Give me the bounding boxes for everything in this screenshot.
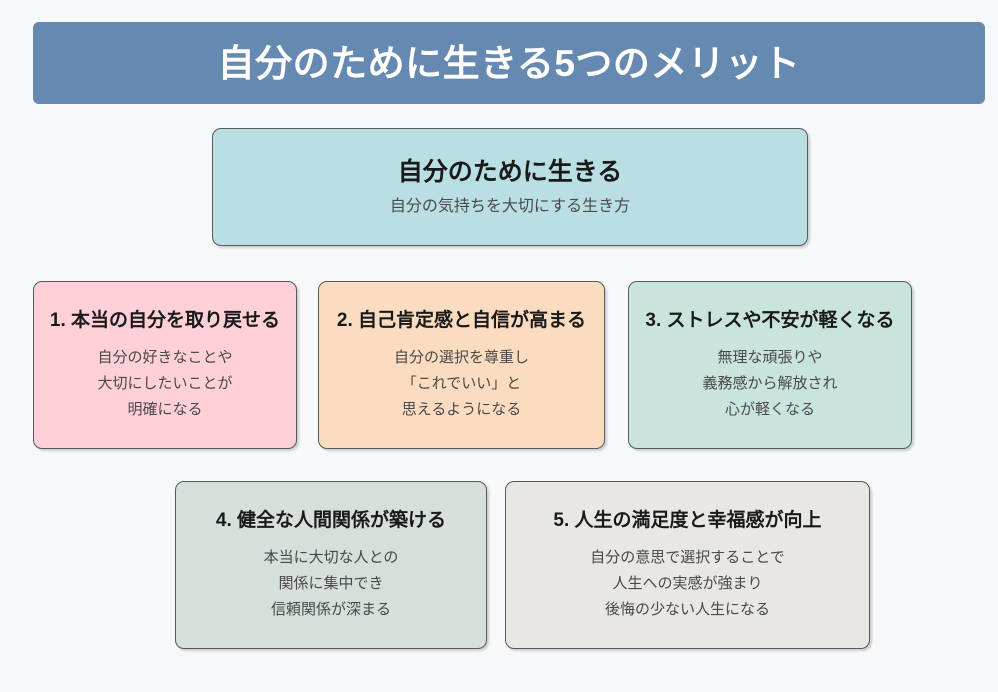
benefit-card-1-title: 1. 本当の自分を取り戻せる xyxy=(49,310,281,331)
central-concept-box: 自分のために生きる 自分の気持ちを大切にする生き方 xyxy=(212,128,808,246)
benefit-card-3-body: 無理な頑張りや 義務感から解放され 心が軽くなる xyxy=(702,345,837,424)
benefit-card-3-title: 3. ストレスや不安が軽くなる xyxy=(645,310,895,331)
benefit-card-1-body: 自分の好きなことや 大切にしたいことが 明確になる xyxy=(97,345,232,424)
benefit-card-4: 4. 健全な人間関係が築ける 本当に大切な人との 関係に集中でき 信頼関係が深ま… xyxy=(175,481,487,649)
benefit-card-4-title: 4. 健全な人間関係が築ける xyxy=(215,510,447,531)
benefit-card-1-line-1: 自分の好きなことや xyxy=(97,348,233,366)
page-title: 自分のために生きる5つのメリット xyxy=(217,42,801,84)
benefit-card-1: 1. 本当の自分を取り戻せる 自分の好きなことや 大切にしたいことが 明確になる xyxy=(33,281,297,449)
benefit-card-3-line-2: 義務感から解放され xyxy=(702,375,838,393)
benefit-card-2: 2. 自己肯定感と自信が高まる 自分の選択を尊重し 「これでいい」と 思えるよう… xyxy=(318,281,605,449)
benefit-card-3-line-1: 無理な頑張りや xyxy=(717,348,823,366)
central-concept-subtitle: 自分の気持ちを大切にする生き方 xyxy=(389,198,631,216)
benefit-card-4-line-2: 関係に集中でき xyxy=(278,575,384,593)
benefit-card-2-line-1: 自分の選択を尊重し xyxy=(393,348,529,366)
benefit-card-5: 5. 人生の満足度と幸福感が向上 自分の意思で選択することで 人生への実感が強ま… xyxy=(505,481,870,649)
benefit-card-3: 3. ストレスや不安が軽くなる 無理な頑張りや 義務感から解放され 心が軽くなる xyxy=(628,281,912,449)
benefit-card-2-line-2: 「これでいい」と xyxy=(401,375,522,393)
benefit-card-2-line-3: 思えるようになる xyxy=(401,401,522,419)
benefit-card-5-title: 5. 人生の満足度と幸福感が向上 xyxy=(553,510,822,531)
benefit-card-4-body: 本当に大切な人との 関係に集中でき 信頼関係が深まる xyxy=(264,545,399,624)
benefit-card-4-line-1: 本当に大切な人との xyxy=(263,548,399,566)
benefit-card-2-body: 自分の選択を尊重し 「これでいい」と 思えるようになる xyxy=(394,345,529,424)
benefit-card-1-line-3: 明確になる xyxy=(127,401,203,419)
header-banner: 自分のために生きる5つのメリット xyxy=(33,22,985,104)
benefit-card-3-line-3: 心が軽くなる xyxy=(724,401,815,419)
benefit-card-5-line-3: 後悔の少ない人生になる xyxy=(604,601,770,619)
benefit-card-5-body: 自分の意思で選択することで 人生への実感が強まり 後悔の少ない人生になる xyxy=(590,545,785,624)
benefit-card-5-line-2: 人生への実感が強まり xyxy=(612,575,763,593)
benefit-card-5-line-1: 自分の意思で選択することで xyxy=(590,548,785,566)
benefit-card-4-line-3: 信頼関係が深まる xyxy=(270,601,391,619)
benefit-card-1-line-2: 大切にしたいことが xyxy=(97,375,233,393)
benefit-card-2-title: 2. 自己肯定感と自信が高まる xyxy=(336,310,587,331)
central-concept-title: 自分のために生きる xyxy=(397,158,623,187)
